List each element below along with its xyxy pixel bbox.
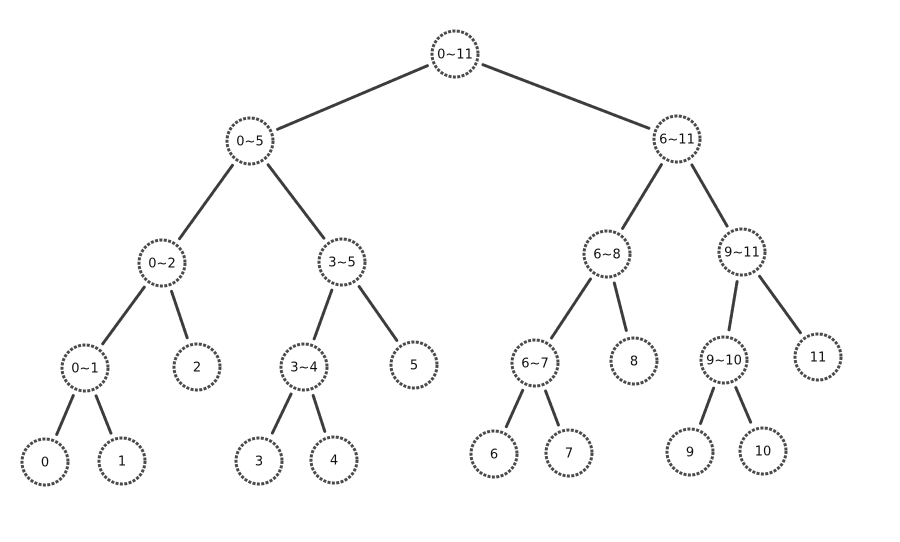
tree-node-label: 11: [810, 351, 827, 366]
tree-edge-9-to-11--9-to-10: [727, 280, 739, 332]
tree-node-label: 0~5: [236, 135, 263, 150]
tree-node-circle: [20, 437, 70, 487]
tree-edge-0-to-1--1: [94, 394, 113, 435]
tree-node-label: 9~10: [706, 354, 742, 369]
tree-node-6-to-11: 6~11: [652, 114, 702, 164]
tree-edge-3-to-4--4: [311, 394, 327, 433]
tree-node-label: 9~11: [724, 246, 760, 261]
tree-edge-9-to-10--9: [698, 386, 716, 426]
edges-layer: [55, 63, 802, 436]
tree-edge-0-to-11--6-to-11: [481, 63, 651, 130]
tree-node-label: 7: [565, 447, 573, 462]
tree-edge-6-to-7--7: [544, 389, 560, 427]
tree-node-9: 9: [665, 427, 715, 477]
tree-edge-6-to-11--6-to-8: [621, 163, 663, 230]
tree-node-label: 0~2: [148, 257, 175, 272]
tree-node-label: 0~1: [71, 362, 98, 377]
tree-node-label: 10: [755, 445, 772, 460]
tree-node-label: 8: [630, 355, 638, 370]
tree-edge-6-to-7--6: [504, 388, 525, 429]
tree-edge-6-to-11--9-to-11: [690, 163, 729, 228]
tree-node-circle: [665, 427, 715, 477]
tree-node-label: 6~7: [521, 357, 548, 372]
tree-node-0-to-5: 0~5: [225, 116, 275, 166]
tree-node-label: 3~5: [328, 256, 355, 271]
tree-node-label: 1: [118, 455, 126, 470]
tree-node-0: 0: [20, 437, 70, 487]
tree-node-2: 2: [172, 342, 222, 392]
tree-node-circle: [469, 429, 519, 479]
tree-node-3-to-4: 3~4: [279, 342, 329, 392]
tree-node-circle: [582, 229, 632, 279]
tree-node-0-to-11: 0~11: [430, 29, 480, 79]
tree-node-circle: [430, 29, 480, 79]
tree-edge-3-to-5--3-to-4: [312, 288, 334, 341]
tree-node-label: 0~11: [437, 48, 473, 63]
tree-node-11: 11: [793, 332, 843, 382]
tree-node-circle: [137, 238, 187, 288]
tree-node-6-to-7: 6~7: [510, 338, 560, 388]
tree-node-7: 7: [544, 428, 594, 478]
tree-node-label: 6: [490, 448, 498, 463]
tree-edge-3-to-4--3: [270, 392, 293, 436]
tree-node-circle: [609, 336, 659, 386]
tree-node-9-to-11: 9~11: [717, 227, 767, 277]
tree-node-label: 5: [410, 359, 418, 374]
tree-node-0-to-2: 0~2: [137, 238, 187, 288]
tree-node-8: 8: [609, 336, 659, 386]
tree-node-circle: [60, 343, 110, 393]
tree-node-circle: [225, 116, 275, 166]
tree-node-label: 4: [330, 454, 338, 469]
tree-node-label: 6~11: [659, 133, 695, 148]
tree-edge-6-to-8--6-to-7: [550, 277, 592, 340]
tree-node-circle: [234, 436, 284, 486]
tree-node-circle: [389, 340, 439, 390]
tree-node-0-to-1: 0~1: [60, 343, 110, 393]
tree-node-circle: [717, 227, 767, 277]
tree-node-label: 2: [193, 361, 201, 376]
tree-node-label: 6~8: [593, 248, 620, 263]
tree-node-circle: [309, 435, 359, 485]
tree-node-circle: [317, 237, 367, 287]
tree-node-circle: [699, 335, 749, 385]
tree-edge-0-to-2--2: [170, 289, 189, 341]
tree-node-4: 4: [309, 435, 359, 485]
tree-node-1: 1: [97, 436, 147, 486]
tree-node-9-to-10: 9~10: [699, 335, 749, 385]
tree-edge-9-to-11--11: [758, 274, 802, 335]
tree-edge-0-to-11--0-to-5: [276, 64, 429, 131]
tree-node-circle: [793, 332, 843, 382]
tree-edge-3-to-5--5: [357, 285, 399, 342]
tree-edge-0-to-2--0-to-1: [101, 285, 146, 346]
tree-edge-9-to-10--10: [734, 386, 753, 425]
tree-node-circle: [652, 114, 702, 164]
tree-edge-0-to-5--3-to-5: [266, 163, 326, 240]
tree-node-label: 9: [686, 446, 694, 461]
nodes-layer: 0~11 0~5 6~11 0~2 3~5 6~8 9~11 0~1 2 3~4 5 6~7 8 9~10…: [20, 29, 843, 487]
tree-edge-0-to-1--0: [55, 394, 75, 436]
tree-node-circle: [738, 426, 788, 476]
tree-node-6: 6: [469, 429, 519, 479]
tree-node-3: 3: [234, 436, 284, 486]
tree-node-label: 3~4: [290, 361, 317, 376]
tree-node-circle: [97, 436, 147, 486]
tree-node-circle: [172, 342, 222, 392]
tree-node-6-to-8: 6~8: [582, 229, 632, 279]
tree-node-circle: [544, 428, 594, 478]
tree-node-circle: [510, 338, 560, 388]
tree-edge-6-to-8--8: [612, 281, 629, 334]
tree-node-10: 10: [738, 426, 788, 476]
tree-node-3-to-5: 3~5: [317, 237, 367, 287]
tree-node-label: 3: [255, 455, 263, 470]
tree-node-5: 5: [389, 340, 439, 390]
tree-node-circle: [279, 342, 329, 392]
tree-node-label: 0: [41, 456, 49, 471]
tree-edge-0-to-5--0-to-2: [178, 163, 234, 241]
